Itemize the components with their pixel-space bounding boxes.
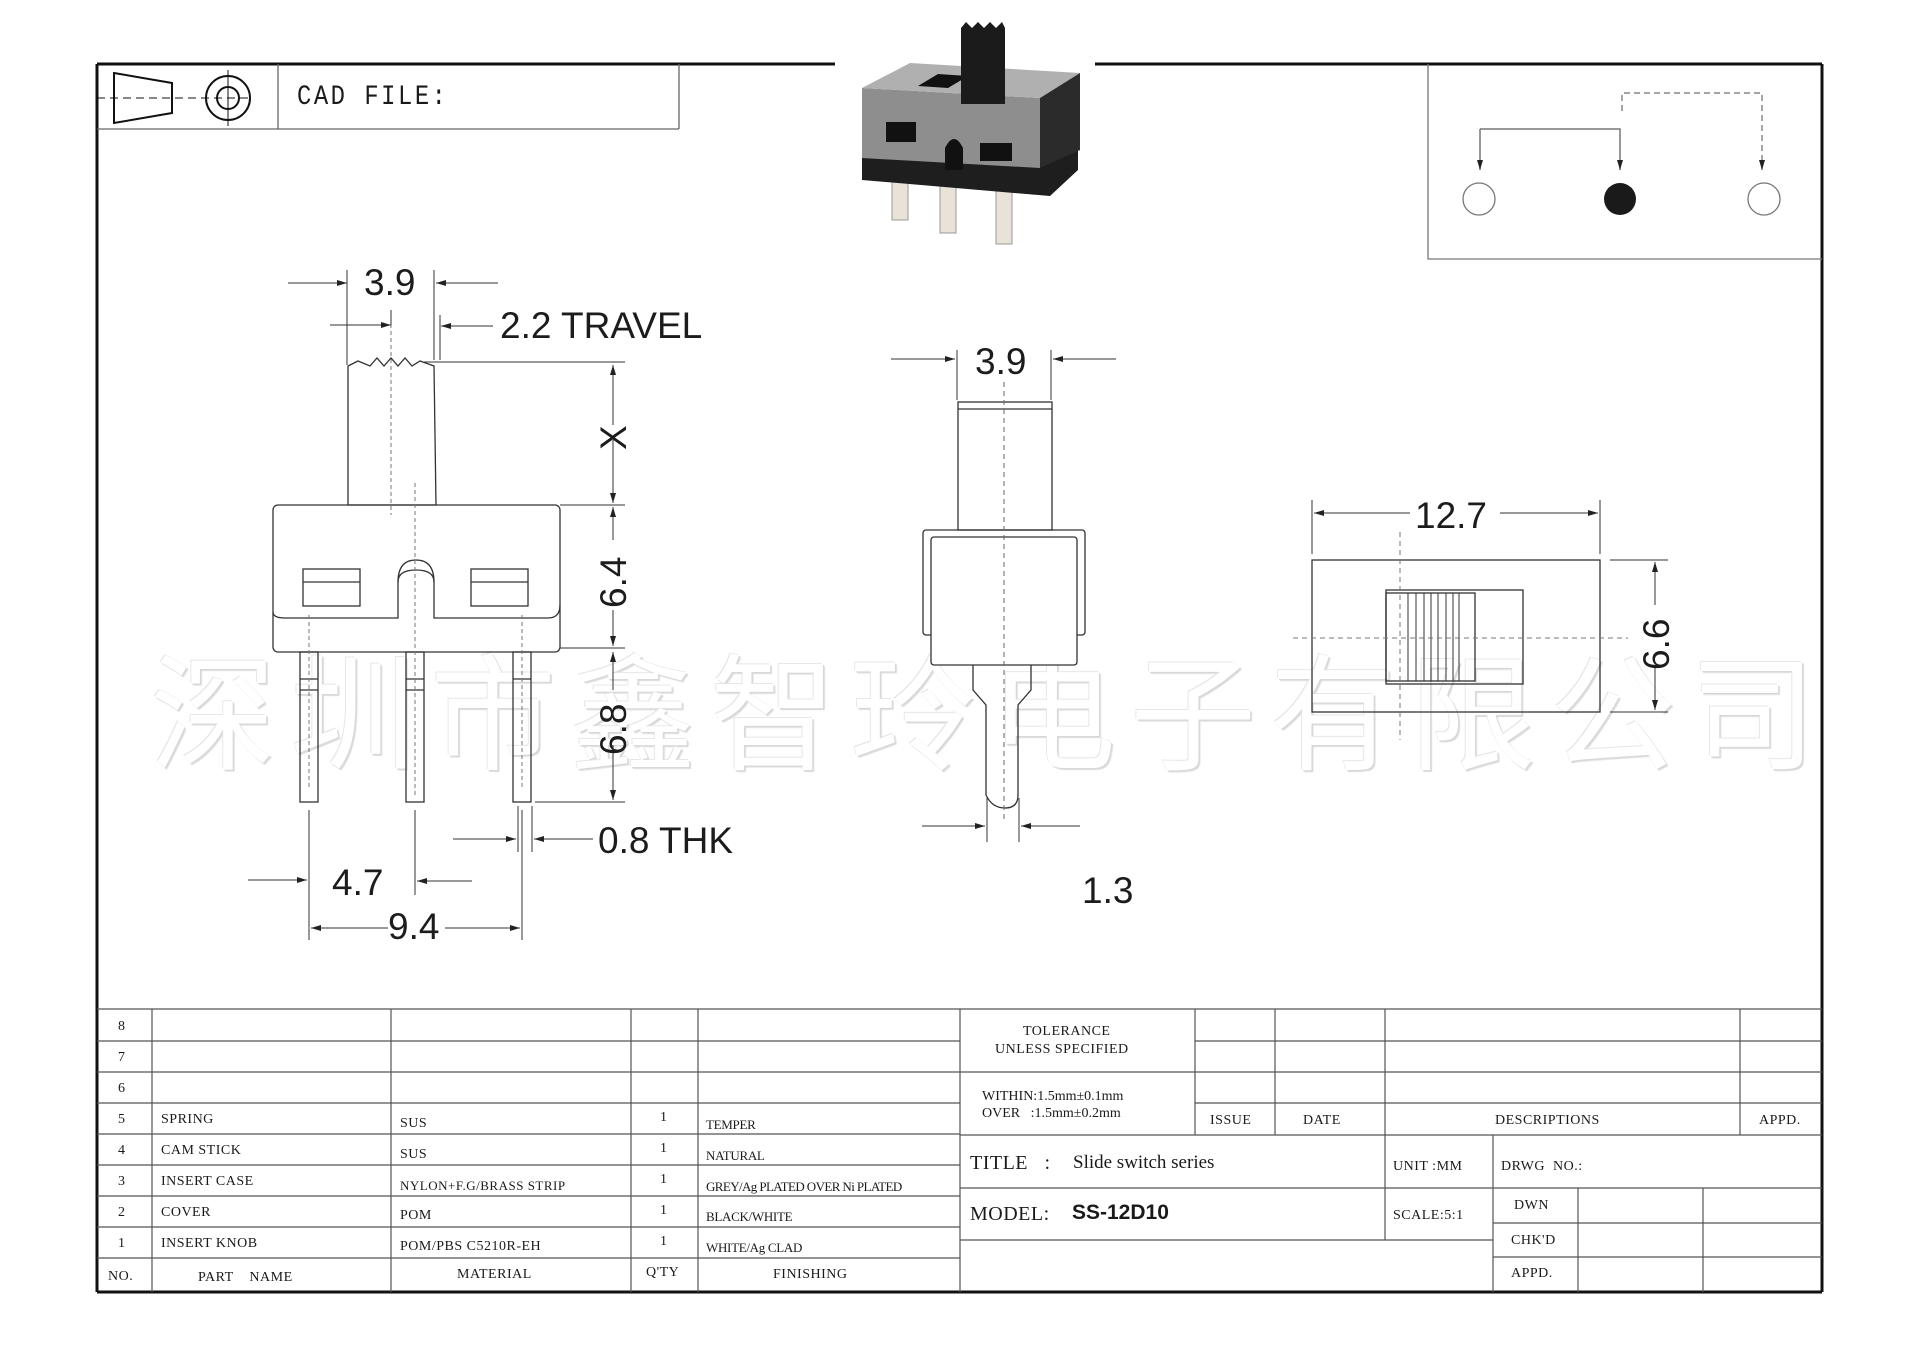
dim-pin-length: 6.8: [593, 703, 634, 755]
row-part-name: INSERT CASE: [161, 1174, 254, 1189]
title-label: TITLE :: [970, 1152, 1051, 1174]
row-material: POM: [400, 1208, 432, 1223]
scale-label: SCALE:5:1: [1393, 1208, 1464, 1223]
tolerance-subtitle: UNLESS SPECIFIED: [995, 1042, 1129, 1057]
dim-end-knob-width: 3.9: [975, 341, 1027, 382]
row-qty: 1: [660, 1110, 668, 1125]
checked-by-label: CHK'D: [1511, 1233, 1556, 1248]
row-no: 4: [118, 1143, 126, 1158]
unit-label: UNIT :MM: [1393, 1159, 1463, 1174]
row-qty: 1: [660, 1203, 668, 1218]
row-no: 6: [118, 1081, 126, 1096]
row-material: POM/PBS C5210R-EH: [400, 1239, 542, 1254]
dim-knob-height: X: [593, 425, 634, 450]
row-no: 7: [118, 1050, 126, 1065]
row-part-name: SPRING: [161, 1112, 214, 1127]
dim-body-height: 6.4: [593, 556, 634, 608]
tolerance-over: OVER :1.5mm±0.2mm: [982, 1106, 1121, 1121]
row-material: SUS: [400, 1116, 428, 1131]
top-view: [1293, 500, 1668, 740]
cad-file-label: CAD FILE:: [297, 82, 449, 113]
row-no: 8: [118, 1019, 126, 1034]
dim-travel: 2.2 TRAVEL: [500, 305, 703, 346]
row-qty: 1: [660, 1172, 668, 1187]
row-no: 1: [118, 1236, 126, 1251]
header-qty: Q'TY: [646, 1265, 680, 1280]
drawing-frame: [95, 62, 1824, 1294]
parts-table-grid: [97, 1008, 1822, 1292]
slide-switch-photo: [862, 22, 1080, 245]
title-value: Slide switch series: [1073, 1152, 1215, 1173]
row-finishing: TEMPER: [706, 1117, 756, 1132]
dim-pin-thickness: 0.8 THK: [598, 820, 734, 861]
rev-header-issue: ISSUE: [1210, 1113, 1252, 1128]
drawn-by-label: DWN: [1514, 1198, 1549, 1213]
row-finishing: WHITE/Ag CLAD: [706, 1240, 803, 1255]
rev-header-descriptions: DESCRIPTIONS: [1495, 1113, 1600, 1128]
header-part-name: PART NAME: [198, 1270, 293, 1285]
row-no: 5: [118, 1112, 126, 1127]
model-label: MODEL:: [970, 1203, 1050, 1225]
tolerance-title: TOLERANCE: [1023, 1024, 1111, 1039]
dim-end-pin-width: 1.3: [1082, 870, 1134, 911]
approved-by-label: APPD.: [1511, 1266, 1553, 1281]
row-qty: 1: [660, 1141, 668, 1156]
row-part-name: COVER: [161, 1205, 211, 1220]
header-no: NO.: [108, 1269, 134, 1284]
row-part-name: CAM STICK: [161, 1143, 242, 1158]
row-finishing: NATURAL: [706, 1148, 765, 1163]
third-angle-projection-icon: [97, 70, 251, 126]
row-part-name: INSERT KNOB: [161, 1236, 258, 1251]
row-no: 3: [118, 1174, 126, 1189]
dim-pin-span: 9.4: [388, 906, 440, 947]
dim-pin-pitch: 4.7: [332, 862, 384, 903]
row-finishing: BLACK/WHITE: [706, 1209, 793, 1224]
row-material: NYLON+F.G/BRASS STRIP: [400, 1178, 566, 1193]
model-value: SS-12D10: [1072, 1201, 1169, 1224]
header-finishing: FINISHING: [773, 1267, 848, 1282]
row-no: 2: [118, 1205, 126, 1220]
switch-schematic: [1427, 64, 1822, 260]
dim-length: 12.7: [1415, 495, 1488, 536]
header-material: MATERIAL: [457, 1267, 532, 1282]
row-finishing: GREY/Ag PLATED OVER Ni PLATED: [706, 1179, 902, 1194]
dim-knob-width: 3.9: [364, 262, 416, 303]
row-material: SUS: [400, 1147, 428, 1162]
side-view: [248, 270, 625, 940]
rev-header-appd: APPD.: [1759, 1113, 1801, 1128]
company-watermark: 深圳市鑫智玲电子有限公司: [150, 643, 1830, 790]
dim-width: 6.6: [1636, 618, 1677, 670]
tolerance-within: WITHIN:1.5mm±0.1mm: [982, 1089, 1124, 1104]
row-qty: 1: [660, 1234, 668, 1249]
end-view: [891, 350, 1116, 842]
drawing-number-label: DRWG NO.:: [1501, 1159, 1583, 1174]
rev-header-date: DATE: [1303, 1113, 1341, 1128]
